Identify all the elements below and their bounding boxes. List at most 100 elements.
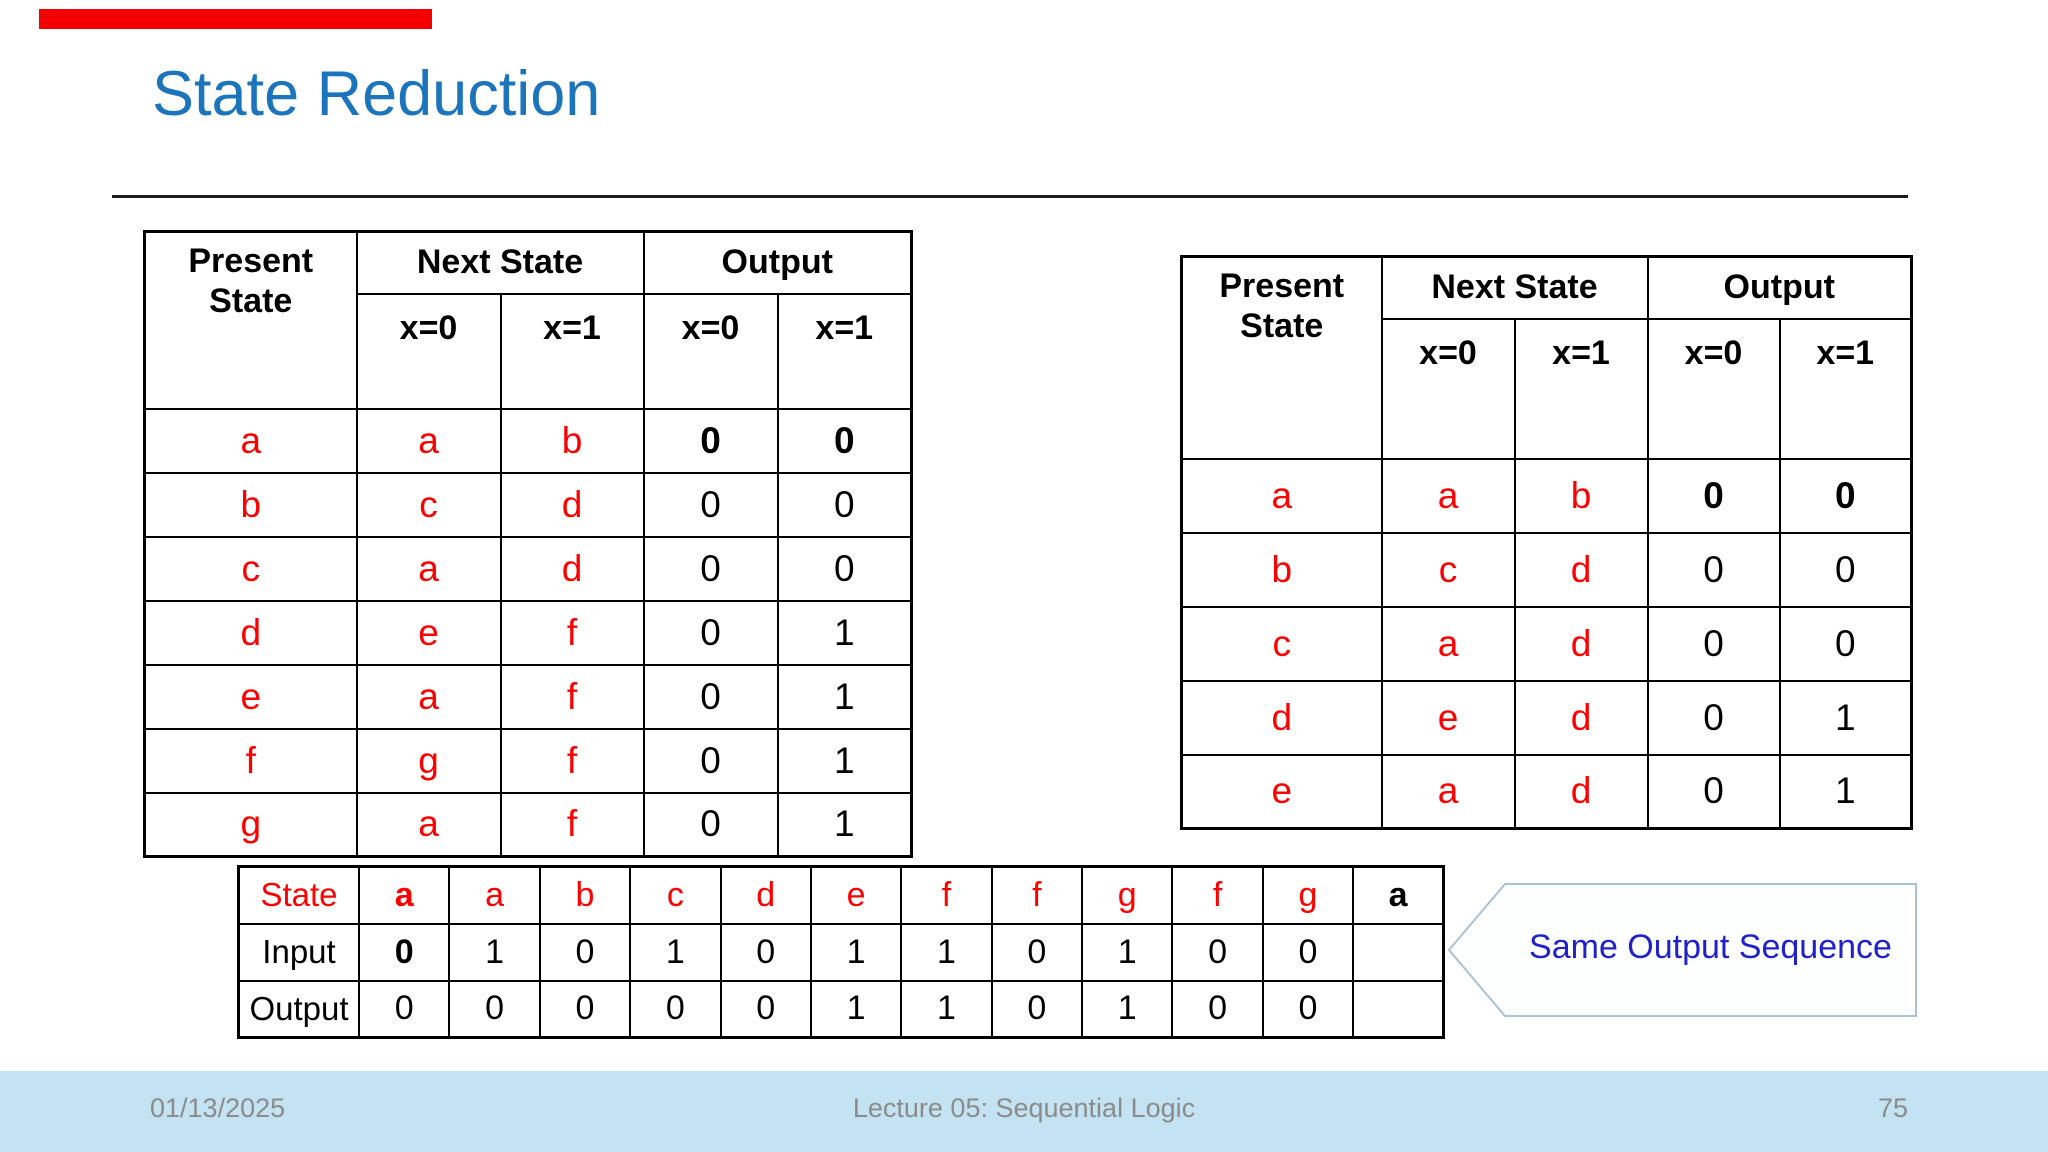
output-cell: 0 bbox=[1646, 753, 1781, 830]
state-seq-cell: g bbox=[1080, 865, 1174, 925]
next-state-cell: a bbox=[355, 407, 502, 474]
present-state-cell: e bbox=[143, 663, 358, 730]
output-cell: 0 bbox=[776, 407, 913, 474]
present-state-cell: a bbox=[1180, 457, 1383, 534]
output-seq-cell: 1 bbox=[809, 979, 903, 1039]
present-state-cell: f bbox=[143, 727, 358, 794]
top-red-accent-bar bbox=[39, 9, 432, 29]
present-state-cell: b bbox=[1180, 531, 1383, 608]
input-seq-cell: 0 bbox=[1171, 922, 1264, 982]
next-state-cell: a bbox=[1380, 457, 1516, 534]
output-cell: 1 bbox=[776, 791, 913, 858]
input-seq-cell: 0 bbox=[990, 922, 1084, 982]
x1-header: x=1 bbox=[1778, 317, 1913, 460]
right-state-table: Present State Next State Output x=0 x=1 … bbox=[1180, 255, 1913, 830]
output-cell: 0 bbox=[1778, 457, 1913, 534]
output-cell: 0 bbox=[1646, 679, 1781, 756]
title-underline bbox=[112, 195, 1908, 198]
output-cell: 1 bbox=[776, 727, 913, 794]
next-state-cell: f bbox=[499, 791, 645, 858]
x0-header: x=0 bbox=[1380, 317, 1516, 460]
next-state-cell: b bbox=[499, 407, 645, 474]
present-state-cell: a bbox=[143, 407, 358, 474]
next-state-cell: e bbox=[355, 599, 502, 666]
next-state-cell: d bbox=[499, 535, 645, 602]
left-state-table: Present State Next State Output x=0 x=1 … bbox=[143, 230, 913, 858]
row-label: Output bbox=[237, 979, 360, 1039]
present-state-cell: d bbox=[143, 599, 358, 666]
x1-header: x=1 bbox=[499, 292, 645, 410]
output-cell: 0 bbox=[776, 471, 913, 538]
output-seq-cell bbox=[1352, 979, 1445, 1039]
state-seq-cell: e bbox=[809, 865, 903, 925]
output-cell: 0 bbox=[642, 407, 779, 474]
next-state-cell: c bbox=[1380, 531, 1516, 608]
output-cell: 1 bbox=[1778, 679, 1913, 756]
present-state-cell: c bbox=[143, 535, 358, 602]
table-subheader-row: x=0 x=1 x=0 x=1 bbox=[1182, 317, 1913, 460]
output-header: Output bbox=[1646, 255, 1913, 320]
output-cell: 0 bbox=[642, 471, 779, 538]
state-seq-cell: a bbox=[357, 865, 451, 925]
next-state-cell: a bbox=[1380, 753, 1516, 830]
next-state-cell: a bbox=[355, 791, 502, 858]
output-seq-cell: 0 bbox=[357, 979, 451, 1039]
next-state-cell: d bbox=[499, 471, 645, 538]
output-cell: 0 bbox=[642, 791, 779, 858]
present-state-header: Present State bbox=[1180, 255, 1383, 460]
table-header-row: Present State Next State Output bbox=[143, 230, 913, 410]
output-seq-cell: 0 bbox=[538, 979, 632, 1039]
x1-header: x=1 bbox=[1513, 317, 1649, 460]
input-seq-cell: 0 bbox=[357, 922, 451, 982]
input-seq-cell: 1 bbox=[809, 922, 903, 982]
callout-label: Same Output Sequence bbox=[1529, 927, 1892, 966]
next-state-cell: e bbox=[1380, 679, 1516, 756]
input-seq-cell: 1 bbox=[1080, 922, 1174, 982]
next-state-header: Next State bbox=[1380, 255, 1649, 320]
output-header: Output bbox=[642, 230, 913, 295]
present-state-cell: b bbox=[143, 471, 358, 538]
next-state-cell: a bbox=[355, 535, 502, 602]
output-cell: 0 bbox=[1646, 605, 1781, 682]
input-seq-cell: 0 bbox=[1261, 922, 1355, 982]
output-cell: 0 bbox=[642, 535, 779, 602]
page-title: State Reduction bbox=[152, 59, 601, 129]
output-cell: 0 bbox=[1646, 457, 1781, 534]
same-output-callout: Same Output Sequence bbox=[1445, 880, 1920, 1020]
next-state-cell: a bbox=[1380, 605, 1516, 682]
next-state-cell: f bbox=[499, 727, 645, 794]
row-label: Input bbox=[237, 922, 360, 982]
output-seq-cell: 1 bbox=[1080, 979, 1174, 1039]
output-cell: 1 bbox=[776, 599, 913, 666]
output-cell: 0 bbox=[1778, 605, 1913, 682]
input-seq-cell: 1 bbox=[448, 922, 541, 982]
x0-header: x=0 bbox=[1646, 317, 1781, 460]
present-state-cell: c bbox=[1180, 605, 1383, 682]
next-state-cell: d bbox=[1513, 679, 1649, 756]
state-seq-cell: d bbox=[719, 865, 812, 925]
next-state-cell: a bbox=[355, 663, 502, 730]
output-cell: 0 bbox=[642, 727, 779, 794]
input-seq-cell: 0 bbox=[538, 922, 632, 982]
footer-inner: 01/13/2025 Lecture 05: Sequential Logic … bbox=[0, 1071, 2048, 1152]
output-cell: 0 bbox=[642, 663, 779, 730]
state-seq-cell: c bbox=[629, 865, 722, 925]
present-state-cell: g bbox=[143, 791, 358, 858]
row-label: State bbox=[237, 865, 360, 925]
next-state-cell: c bbox=[355, 471, 502, 538]
footer-lecture-title: Lecture 05: Sequential Logic bbox=[852, 1092, 1196, 1123]
output-seq-cell: 1 bbox=[900, 979, 993, 1039]
state-seq-cell: a bbox=[1352, 865, 1445, 925]
present-state-cell: d bbox=[1180, 679, 1383, 756]
input-seq-cell: 1 bbox=[900, 922, 993, 982]
state-seq-cell: b bbox=[538, 865, 632, 925]
